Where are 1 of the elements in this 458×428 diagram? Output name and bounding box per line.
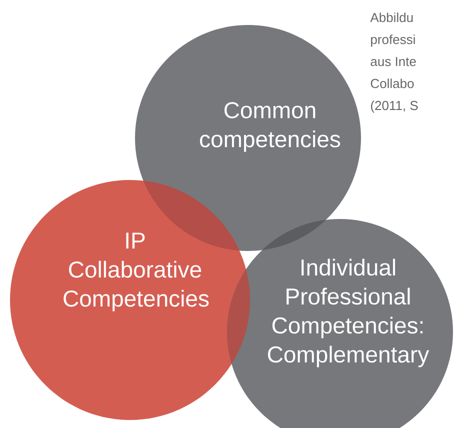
caption-text: Abbildu [370, 12, 413, 22]
